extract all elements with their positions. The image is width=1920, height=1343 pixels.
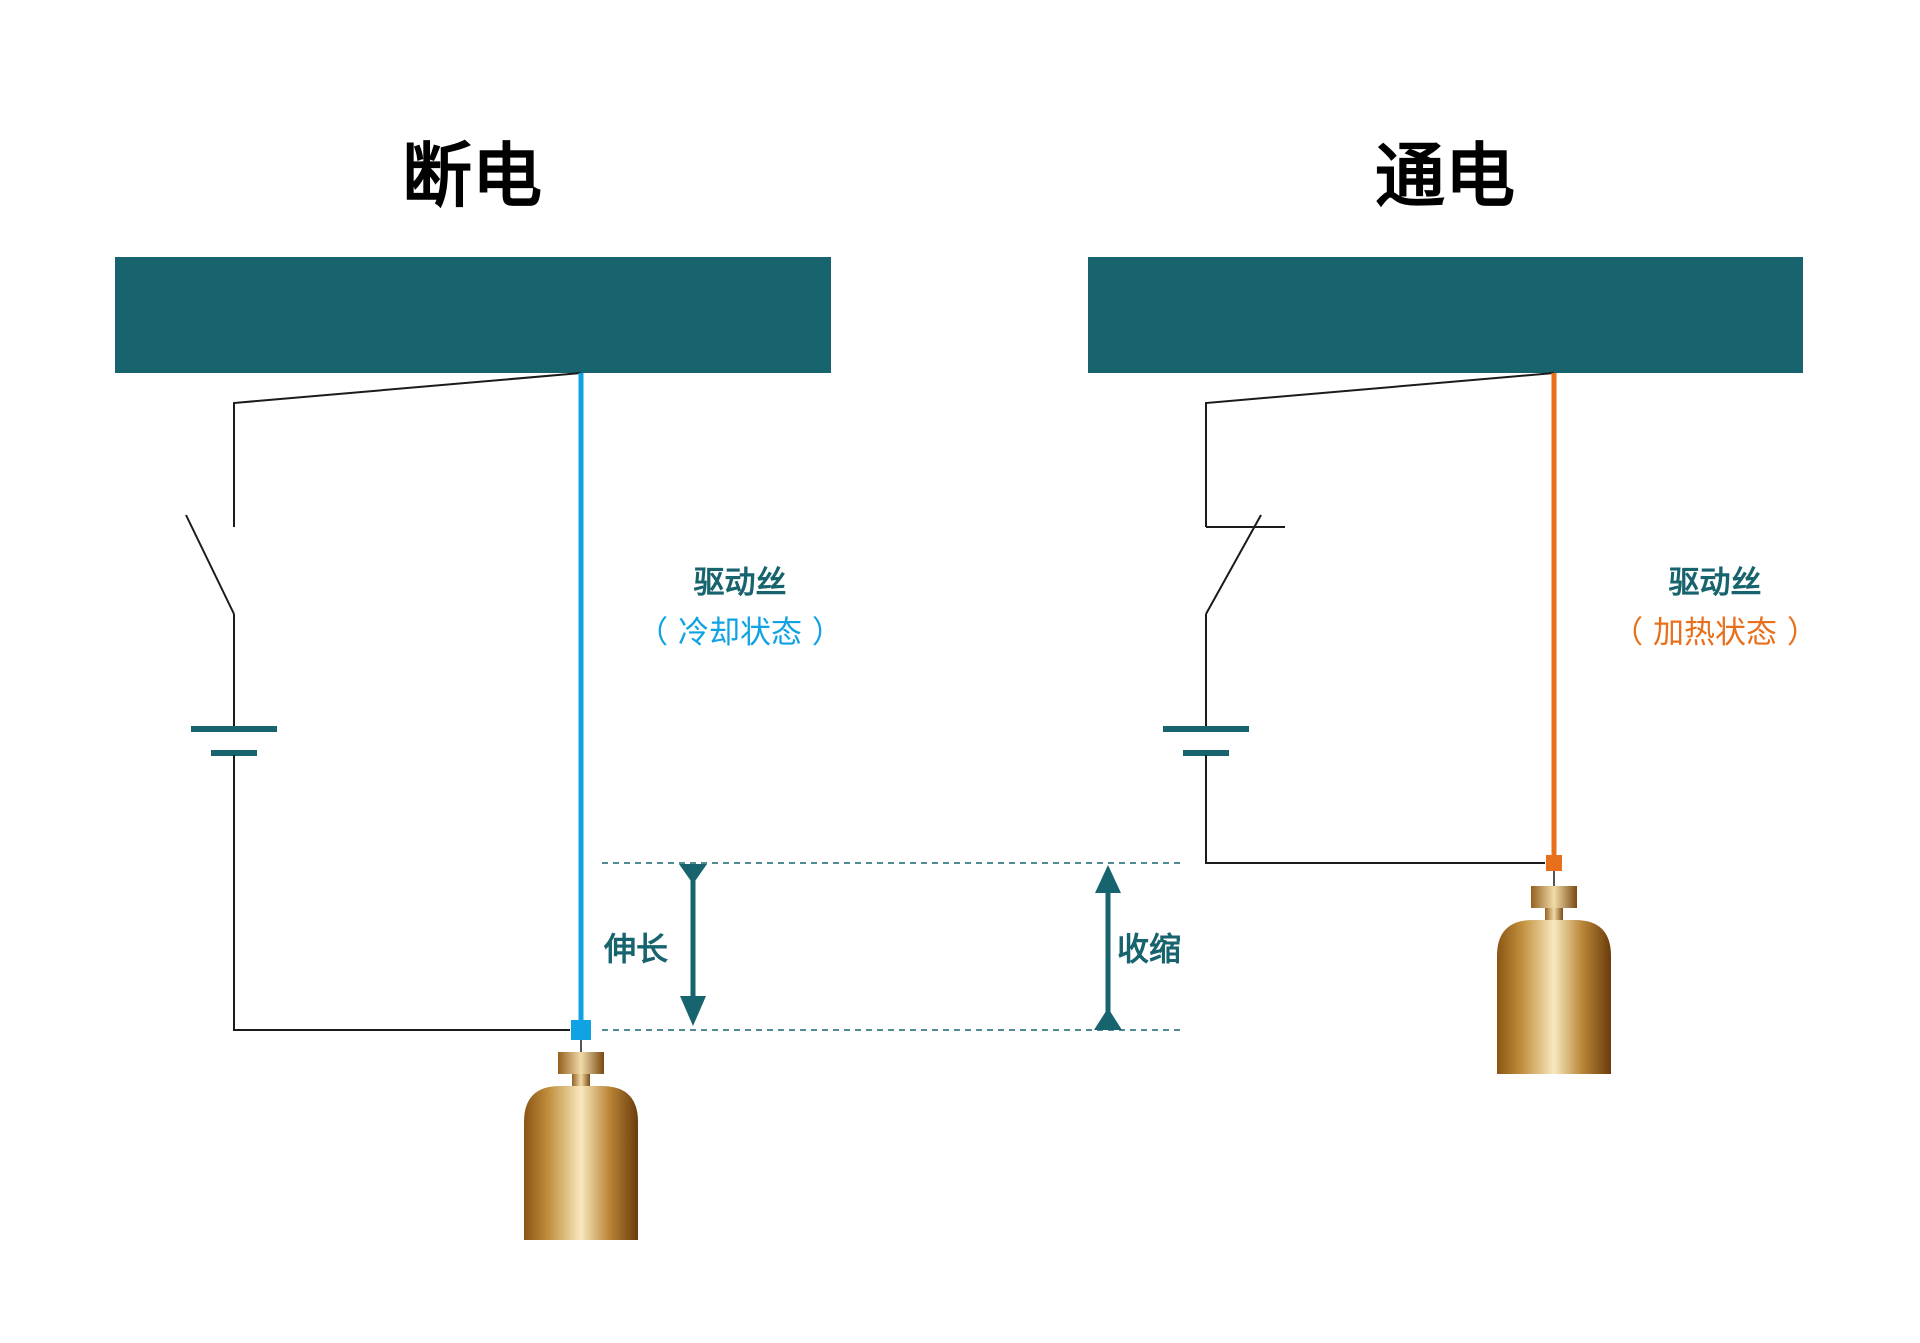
left-brass-weight: [524, 1052, 638, 1240]
right-wire-label: 驱动丝: [1669, 565, 1762, 601]
left-support-plate: [115, 257, 831, 373]
left-circuit-bottom-wire: [233, 755, 570, 1031]
right-closed-switch: [1205, 514, 1262, 615]
right-panel-title: 通电: [1375, 135, 1515, 217]
right-circuit-bottom-wire: [1205, 755, 1545, 864]
left-open-switch: [185, 514, 235, 615]
contract-arrow: [1094, 865, 1122, 1030]
right-support-plate: [1088, 257, 1803, 373]
right-wire-clip: [1546, 855, 1562, 871]
right-wire-state: （ 加热状态 ）: [1612, 615, 1818, 651]
contract-label: 收缩: [1117, 930, 1181, 968]
left-wire-label: 驱动丝: [694, 565, 787, 601]
extend-label: 伸长: [603, 930, 668, 968]
left-circuit-top-wire: [233, 372, 582, 527]
extend-arrow: [679, 864, 707, 1026]
right-brass-weight: [1497, 886, 1611, 1074]
right-circuit-top-wire: [1205, 372, 1555, 527]
left-wire-state: （ 冷却状态 ）: [637, 615, 843, 651]
left-wire-clip: [571, 1020, 591, 1040]
left-panel-title: 断电: [402, 135, 542, 217]
